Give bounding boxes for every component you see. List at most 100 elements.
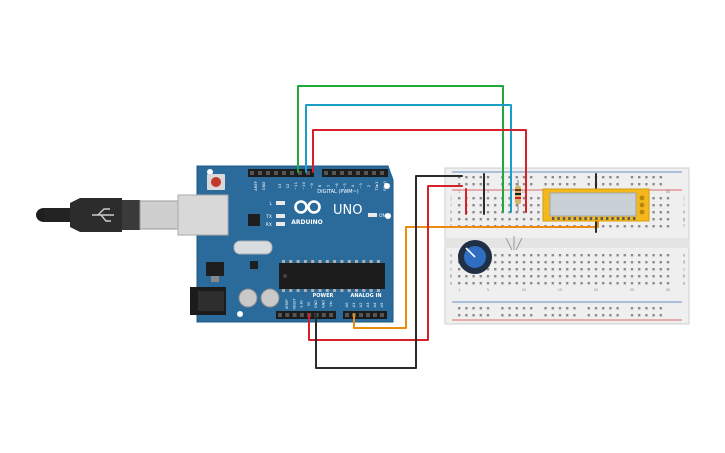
breadboard-hole[interactable] — [558, 261, 562, 264]
breadboard-hole[interactable] — [537, 211, 540, 214]
breadboard-hole[interactable] — [501, 261, 504, 264]
breadboard-hole[interactable] — [594, 261, 598, 264]
breadboard-hole[interactable] — [537, 218, 540, 221]
breadboard-hole[interactable] — [587, 268, 590, 271]
breadboard-hole[interactable] — [465, 314, 468, 317]
breadboard-hole[interactable] — [659, 268, 662, 271]
breadboard-hole[interactable] — [652, 176, 655, 179]
breadboard-hole[interactable] — [537, 275, 540, 278]
breadboard-hole[interactable] — [479, 282, 482, 285]
breadboard-hole[interactable] — [580, 282, 583, 285]
breadboard-hole[interactable] — [652, 218, 655, 221]
breadboard-hole[interactable] — [645, 314, 648, 317]
breadboard-hole[interactable] — [544, 183, 547, 186]
breadboard-hole[interactable] — [522, 197, 526, 200]
breadboard-hole[interactable] — [558, 268, 562, 271]
breadboard-hole[interactable] — [587, 254, 590, 257]
breadboard-hole[interactable] — [573, 275, 576, 278]
breadboard-hole[interactable] — [666, 218, 670, 221]
breadboard-hole[interactable] — [522, 307, 526, 310]
breadboard-hole[interactable] — [515, 275, 518, 278]
breadboard-hole[interactable] — [522, 211, 526, 214]
header-pin[interactable] — [250, 171, 254, 175]
breadboard-hole[interactable] — [522, 282, 526, 285]
breadboard-hole[interactable] — [551, 268, 554, 271]
breadboard-hole[interactable] — [458, 183, 461, 186]
breadboard-hole[interactable] — [537, 254, 540, 257]
breadboard-hole[interactable] — [616, 307, 619, 310]
breadboard-hole[interactable] — [573, 261, 576, 264]
breadboard-hole[interactable] — [666, 268, 670, 271]
breadboard-hole[interactable] — [530, 211, 533, 214]
breadboard-hole[interactable] — [638, 314, 641, 317]
breadboard-hole[interactable] — [515, 268, 518, 271]
breadboard-hole[interactable] — [465, 282, 468, 285]
breadboard-hole[interactable] — [515, 183, 518, 186]
breadboard-hole[interactable] — [652, 211, 655, 214]
breadboard-hole[interactable] — [551, 307, 554, 310]
breadboard-hole[interactable] — [551, 314, 554, 317]
breadboard-hole[interactable] — [515, 282, 518, 285]
breadboard-hole[interactable] — [609, 183, 612, 186]
breadboard-hole[interactable] — [530, 204, 533, 207]
header-pin[interactable] — [298, 171, 302, 175]
breadboard-hole[interactable] — [558, 176, 562, 179]
breadboard-hole[interactable] — [508, 211, 511, 214]
breadboard-hole[interactable] — [652, 254, 655, 257]
breadboard-hole[interactable] — [645, 268, 648, 271]
header-pin[interactable] — [278, 313, 282, 317]
breadboard-hole[interactable] — [522, 275, 526, 278]
header-pin[interactable] — [274, 171, 278, 175]
breadboard-hole[interactable] — [494, 268, 497, 271]
reset-button-cap[interactable] — [211, 177, 221, 187]
breadboard-hole[interactable] — [544, 254, 547, 257]
breadboard-hole[interactable] — [645, 225, 648, 228]
breadboard-hole[interactable] — [508, 307, 511, 310]
breadboard-hole[interactable] — [566, 183, 569, 186]
breadboard-hole[interactable] — [508, 268, 511, 271]
breadboard-hole[interactable] — [566, 282, 569, 285]
breadboard-hole[interactable] — [616, 268, 619, 271]
breadboard-hole[interactable] — [638, 282, 641, 285]
breadboard-hole[interactable] — [652, 282, 655, 285]
breadboard-hole[interactable] — [666, 261, 670, 264]
breadboard-hole[interactable] — [652, 204, 655, 207]
breadboard-hole[interactable] — [494, 211, 497, 214]
breadboard-hole[interactable] — [659, 314, 662, 317]
breadboard-hole[interactable] — [645, 254, 648, 257]
breadboard-hole[interactable] — [602, 307, 605, 310]
breadboard-hole[interactable] — [573, 254, 576, 257]
breadboard-hole[interactable] — [558, 307, 562, 310]
breadboard-hole[interactable] — [573, 183, 576, 186]
breadboard-hole[interactable] — [602, 314, 605, 317]
breadboard-hole[interactable] — [587, 314, 590, 317]
breadboard-hole[interactable] — [609, 275, 612, 278]
header-pin[interactable] — [299, 313, 304, 317]
header-pin[interactable] — [372, 171, 376, 175]
breadboard-hole[interactable] — [616, 225, 619, 228]
breadboard-hole[interactable] — [566, 307, 569, 310]
breadboard-hole[interactable] — [566, 314, 569, 317]
breadboard-hole[interactable] — [566, 254, 569, 257]
wire-red[interactable] — [312, 129, 527, 213]
breadboard-hole[interactable] — [558, 275, 562, 278]
breadboard-hole[interactable] — [479, 211, 482, 214]
breadboard-hole[interactable] — [630, 268, 634, 271]
breadboard-hole[interactable] — [458, 197, 461, 200]
breadboard-hole[interactable] — [479, 218, 482, 221]
breadboard-hole[interactable] — [486, 314, 490, 317]
header-pin[interactable] — [373, 313, 377, 317]
breadboard-hole[interactable] — [530, 197, 533, 200]
breadboard-hole[interactable] — [486, 204, 490, 207]
breadboard-hole[interactable] — [580, 261, 583, 264]
breadboard-hole[interactable] — [580, 268, 583, 271]
header-pin[interactable] — [329, 313, 334, 317]
breadboard-hole[interactable] — [458, 275, 461, 278]
breadboard-hole[interactable] — [623, 282, 626, 285]
breadboard-hole[interactable] — [501, 275, 504, 278]
breadboard-hole[interactable] — [508, 197, 511, 200]
breadboard-hole[interactable] — [501, 218, 504, 221]
breadboard-hole[interactable] — [472, 314, 475, 317]
breadboard-hole[interactable] — [602, 225, 605, 228]
breadboard-hole[interactable] — [537, 268, 540, 271]
